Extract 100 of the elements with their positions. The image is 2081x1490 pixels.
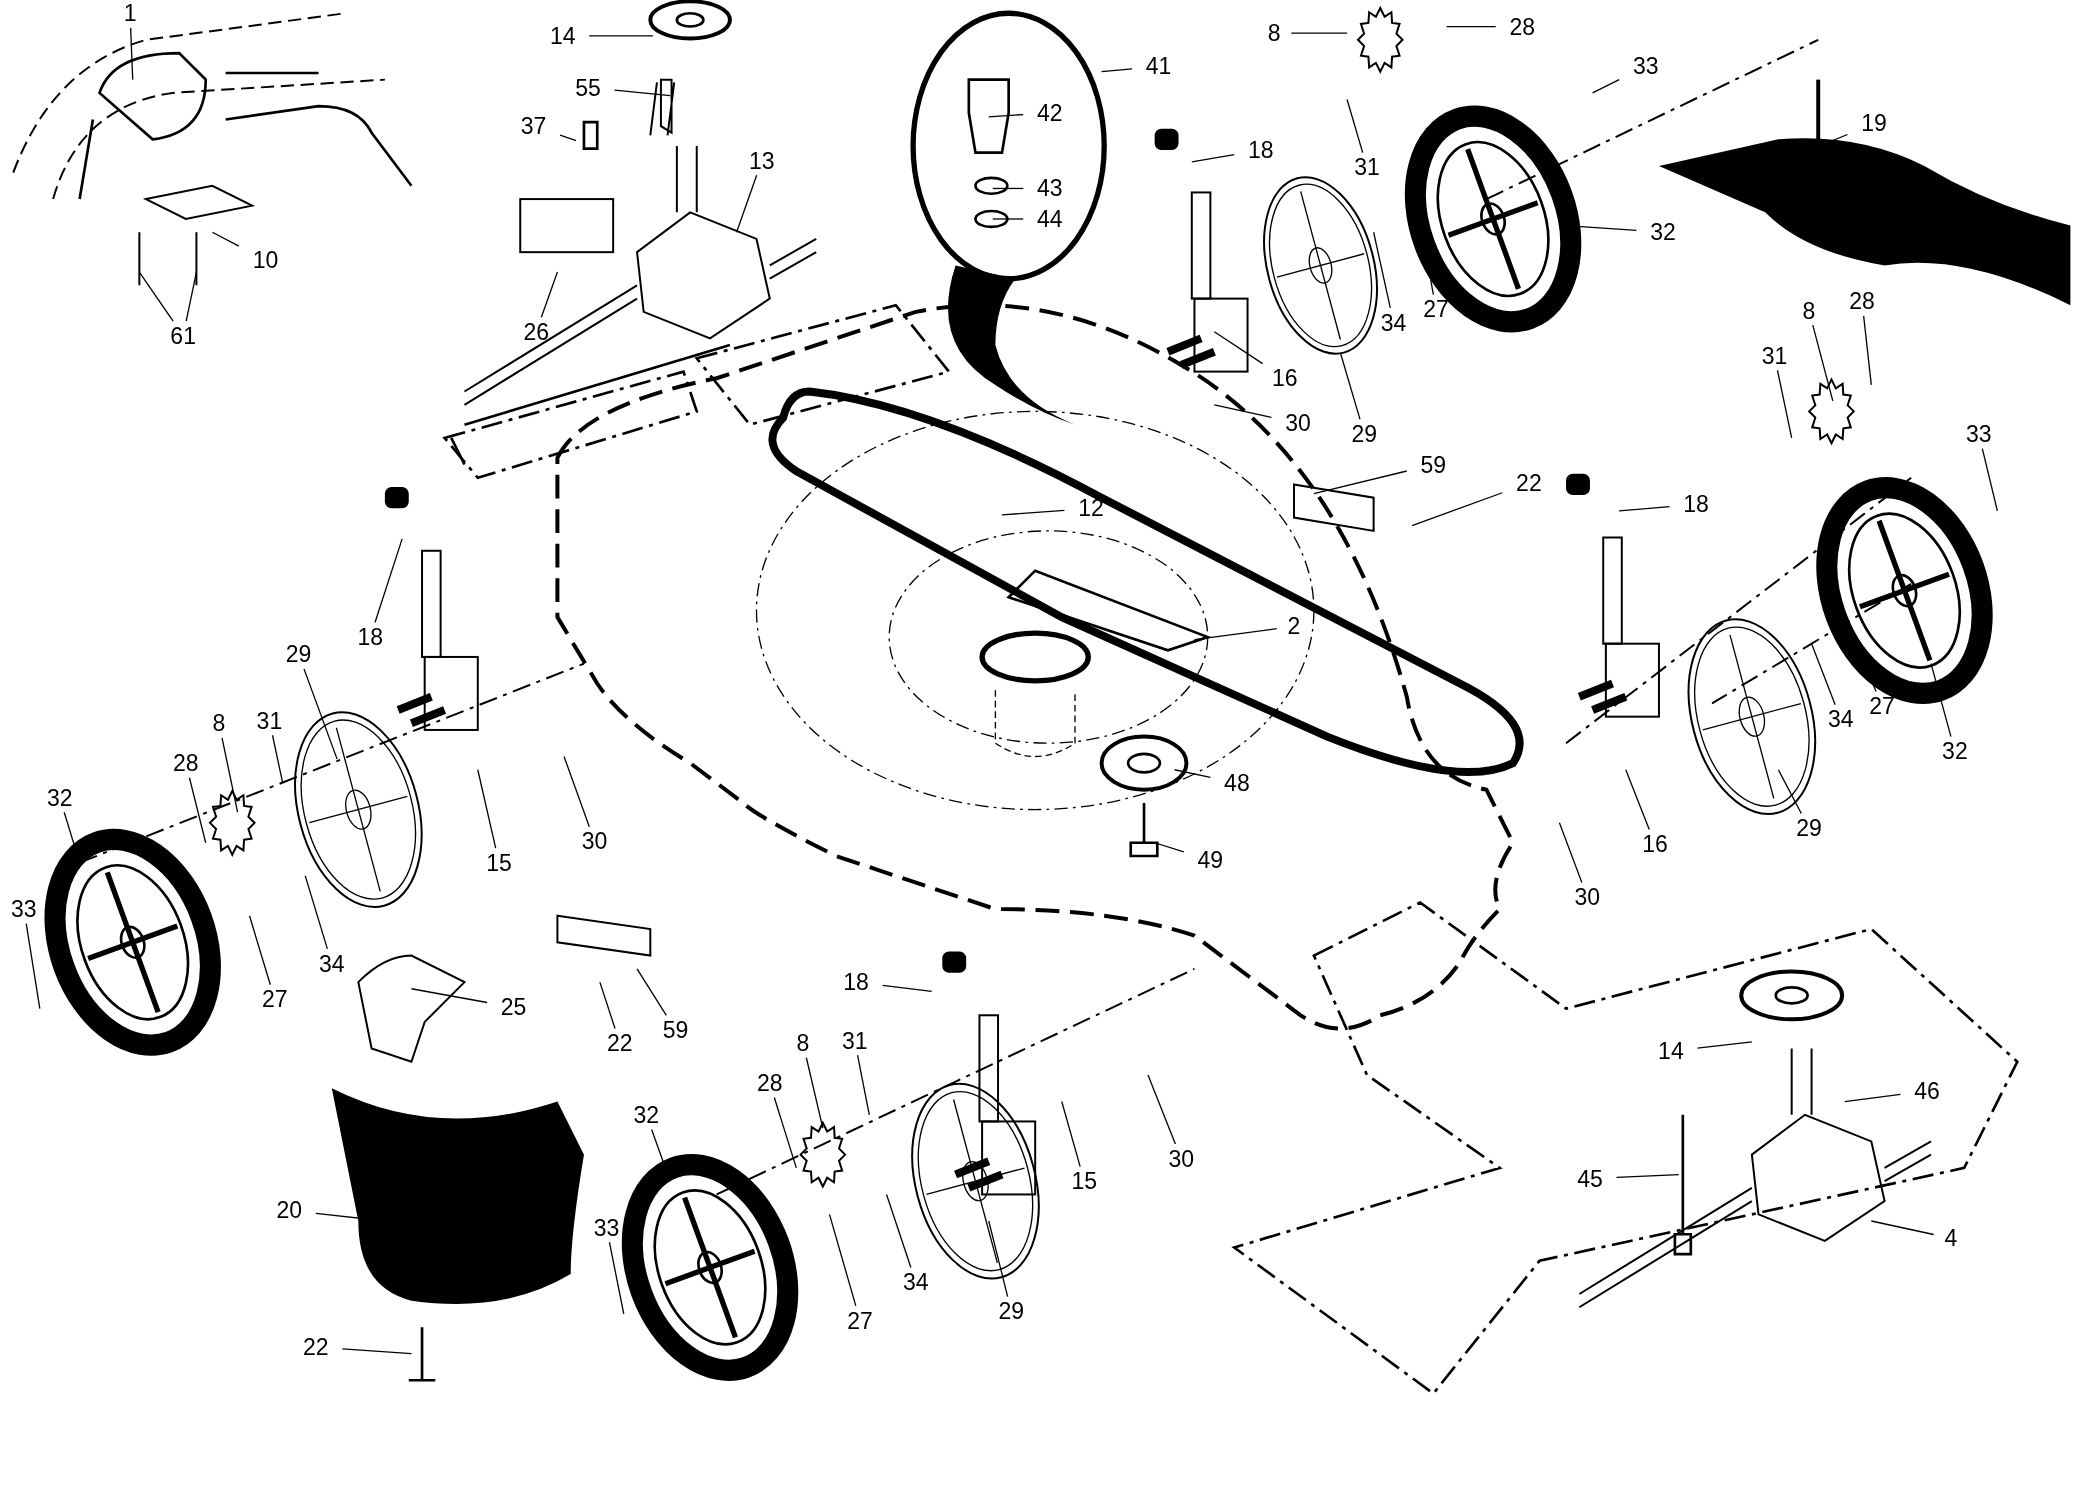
callout-number: 14: [549, 24, 576, 48]
callout-number: 18: [1248, 138, 1274, 162]
leader-line: [1191, 153, 1235, 163]
leader-line: [636, 968, 667, 1016]
leader-line: [341, 1348, 413, 1355]
callout-number: 2: [1287, 614, 1301, 638]
callout-number: 28: [756, 1071, 783, 1095]
callout-number: 34: [1380, 311, 1407, 334]
callout-number: 31: [1354, 155, 1380, 179]
callout-number: 34: [902, 1270, 929, 1294]
leader-line: [304, 875, 328, 950]
callout-number: 27: [261, 987, 288, 1011]
callout-number: 12: [1078, 496, 1104, 520]
leader-line: [188, 777, 207, 844]
callout-number: 30: [1168, 1147, 1194, 1171]
callout-number: 16: [1271, 366, 1298, 390]
callout-number: 22: [1516, 471, 1542, 495]
leader-line: [271, 734, 284, 784]
callout-number: 37: [520, 114, 547, 138]
leader-line: [1558, 822, 1583, 884]
callout-number: 28: [173, 751, 199, 775]
callout-number: 14: [1658, 1039, 1684, 1063]
callout-number: 8: [796, 1031, 810, 1055]
callout-number: 27: [847, 1309, 873, 1333]
leader-line: [248, 915, 271, 986]
leader-line: [211, 231, 240, 247]
callout-number: 49: [1197, 848, 1224, 872]
leader-line: [885, 1193, 912, 1269]
callout-number: 18: [843, 970, 869, 994]
callout-number: 22: [607, 1031, 633, 1055]
leader-line: [1001, 509, 1066, 516]
leader-line: [599, 981, 616, 1030]
leader-line: [992, 218, 1024, 220]
callout-number: 31: [256, 709, 283, 733]
leader-line: [410, 988, 488, 1004]
callout-number: 20: [276, 1198, 303, 1222]
leader-line: [1615, 1173, 1680, 1178]
callout-number: 26: [523, 320, 549, 344]
leader-line: [185, 271, 198, 322]
leader-line: [1372, 231, 1391, 309]
callout-number: 8: [1267, 21, 1281, 45]
callout-number: 33: [593, 1216, 620, 1240]
leader-line: [613, 89, 671, 97]
callout-number: 59: [662, 1018, 689, 1042]
leader-line: [805, 1057, 824, 1129]
leader-line: [1290, 32, 1348, 34]
leader-line: [1776, 369, 1793, 439]
callout-number: 28: [1849, 289, 1875, 313]
callout-number: 18: [357, 625, 384, 649]
callout-number: 1: [123, 1, 137, 25]
leader-line: [588, 35, 654, 37]
leader-line: [881, 984, 933, 993]
leader-line: [988, 1220, 1009, 1298]
callout-number: 30: [581, 829, 608, 853]
callout-number: 29: [1796, 816, 1822, 840]
leader-line: [1696, 1041, 1753, 1049]
callout-number: 29: [1351, 422, 1378, 446]
leader-line: [1863, 315, 1872, 386]
leader-line: [1981, 447, 1999, 512]
callout-number: 29: [998, 1299, 1025, 1323]
callout-number: 13: [749, 149, 775, 173]
callout-number: 29: [285, 642, 312, 666]
leader-line: [856, 1054, 870, 1116]
callout-number: 19: [1861, 111, 1887, 135]
callout-number: 16: [1642, 832, 1668, 856]
callout-number: 31: [1761, 344, 1788, 368]
callout-number: 28: [1509, 15, 1536, 39]
leader-line: [1173, 769, 1212, 779]
leader-line: [1100, 68, 1133, 73]
leader-line: [1411, 492, 1503, 527]
callout-number: 25: [500, 995, 527, 1019]
callout-number: 32: [633, 1103, 660, 1127]
callout-number: 15: [1071, 1169, 1098, 1193]
leader-line: [138, 271, 174, 322]
leader-line: [374, 538, 403, 624]
leader-line: [828, 1213, 857, 1307]
leader-line: [650, 1128, 671, 1182]
leader-line: [1870, 1220, 1935, 1236]
callout-number: 32: [1942, 739, 1968, 763]
callout-number: 8: [212, 711, 226, 735]
callout-number: 33: [1632, 54, 1659, 78]
callout-number: 45: [1577, 1167, 1603, 1190]
leader-line: [1154, 842, 1185, 853]
callout-number: 34: [319, 952, 345, 975]
callout-number: 18: [1683, 492, 1709, 516]
callout-number: 30: [1285, 411, 1311, 435]
leader-line: [992, 187, 1024, 190]
leader-line: [1930, 662, 1952, 738]
leader-line: [1313, 470, 1408, 495]
leader-line: [1061, 1100, 1081, 1168]
leader-line: [773, 1096, 797, 1169]
callout-number: 41: [1145, 54, 1172, 78]
leader-line: [608, 1241, 625, 1315]
leader-line: [1591, 78, 1620, 94]
leader-line: [25, 923, 41, 1010]
callout-number: 32: [46, 786, 73, 810]
callout-number: 32: [1650, 220, 1676, 244]
leader-line: [563, 755, 590, 828]
leader-line: [1213, 404, 1273, 419]
callout-number: 27: [1423, 297, 1449, 321]
